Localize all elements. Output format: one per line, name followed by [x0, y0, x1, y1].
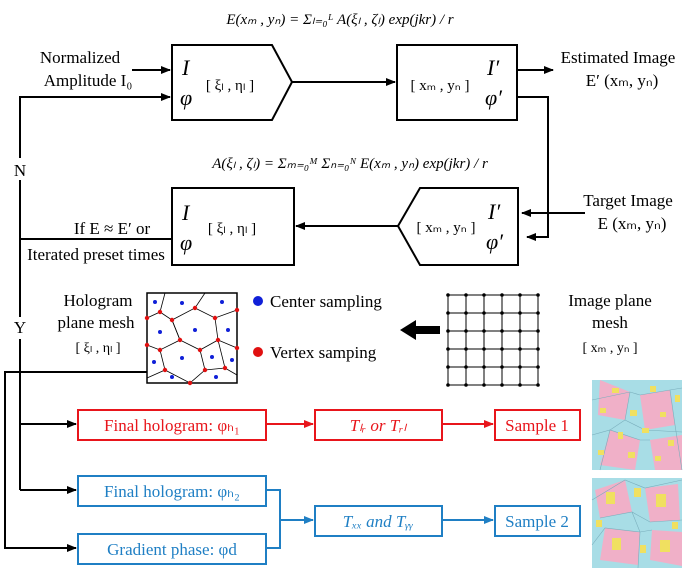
formula-top: E(xₘ , yₙ) = Σₗ₌₀ᴸ A(ξₗ , ζₗ) exp(jkr) /…: [225, 12, 453, 28]
block-image-bottom-coords: [ xₘ , yₙ ]: [416, 220, 475, 236]
block-image-top: [396, 44, 518, 121]
hologram-mesh-label-line3: [ ξₗ , ηₗ ]: [75, 341, 120, 356]
red-box-sample1-text: Sample 1: [505, 416, 569, 435]
estimated-image-value: E′ (xₘ, yₙ): [586, 71, 659, 90]
sample2-image: [591, 478, 683, 569]
red-box-transmission-text: Tₗᵣ or Tᵣₗ: [350, 416, 408, 435]
input-label-line1: Normalized: [40, 48, 121, 67]
loop-Y-bg: [11, 317, 29, 339]
legend-center-label: Center sampling: [270, 292, 382, 311]
block-hologram-bottom: [171, 187, 295, 266]
blue-box-transmission-text: Tₓₓ and Tᵧᵧ: [343, 512, 413, 531]
block-image-top-I: I′: [486, 55, 500, 80]
formula-mid: A(ξₗ , ζₗ) = Σₘ₌₀ᴹ Σₙ₌₀ᴺ E(xₘ , yₙ) exp(…: [211, 156, 488, 172]
image-mesh-label-line1: Image plane: [568, 291, 652, 310]
blue-box-sample2-text: Sample 2: [505, 512, 569, 531]
loop-N-label: N: [14, 161, 26, 180]
block-hologram-top-coords: [ ξₗ , ηₗ ]: [206, 78, 254, 94]
block-image-top-coords: [ xₘ , yₙ ]: [410, 78, 469, 94]
image-mesh-grid: [447, 294, 539, 386]
condition-label-line2: Iterated preset times: [27, 245, 165, 264]
hologram-mesh-label-line2: plane mesh: [58, 313, 135, 332]
hologram-mesh-label-line1: Hologram: [64, 291, 133, 310]
legend-vertex-dot: [253, 347, 263, 357]
red-box-final-hologram-text: Final hologram: φₕ₁: [104, 416, 240, 435]
red-box-final-hologram: [77, 409, 267, 441]
block-hologram-bottom-phi: φ: [180, 230, 192, 255]
target-image-label: Target Image: [583, 191, 673, 210]
block-hologram-top: [171, 44, 294, 121]
center-sampling-dots: [152, 300, 234, 379]
block-hologram-top-I: I: [181, 55, 191, 80]
image-mesh-label-line2: mesh: [592, 313, 628, 332]
red-box-transmission: [314, 409, 443, 441]
loop-N-connector: [19, 93, 171, 239]
red-box-sample1: [494, 409, 581, 441]
mesh-mapping-arrow: [400, 320, 440, 340]
block-image-bottom-phi: φ′: [486, 229, 504, 254]
legend-center-dot: [253, 296, 263, 306]
block-image-bottom: [396, 187, 519, 266]
hologram-mesh-figure: [144, 292, 240, 386]
mesh-to-y-connector: [4, 371, 147, 552]
loop-right-connector: [517, 96, 549, 241]
blue-box-sample2: [494, 505, 581, 537]
loop-Y-label: Y: [14, 318, 26, 337]
block-hologram-bottom-coords: [ ξₗ , ηₗ ]: [208, 221, 256, 237]
input-label-line2: Amplitude I₀: [44, 71, 133, 90]
block-hologram-top-phi: φ: [180, 85, 192, 110]
block-image-bottom-I: I′: [487, 199, 501, 224]
image-mesh-label-line3: [ xₘ , yₙ ]: [582, 341, 637, 356]
vertex-sampling-dots: [144, 305, 240, 386]
blue-box-final-hologram-text: Final hologram: φₕ₂: [104, 482, 240, 501]
blue-box-gradient-phase: [77, 533, 267, 565]
blue-box-transmission: [314, 505, 443, 537]
blue-merge-connector: [266, 489, 281, 549]
blue-box-gradient-phase-text: Gradient phase: φd: [107, 540, 237, 559]
condition-label-line1: If E ≈ E′ or: [74, 219, 151, 238]
image-mesh-grid-points: [446, 293, 540, 387]
block-hologram-bottom-I: I: [181, 200, 191, 225]
legend-vertex-label: Vertex samping: [270, 343, 377, 362]
target-image-value: E (xₘ, yₙ): [598, 214, 667, 233]
sample1-image: [591, 380, 683, 471]
estimated-image-label: Estimated Image: [561, 48, 676, 67]
loop-N-bg: [11, 158, 29, 180]
block-image-top-phi: φ′: [485, 85, 503, 110]
